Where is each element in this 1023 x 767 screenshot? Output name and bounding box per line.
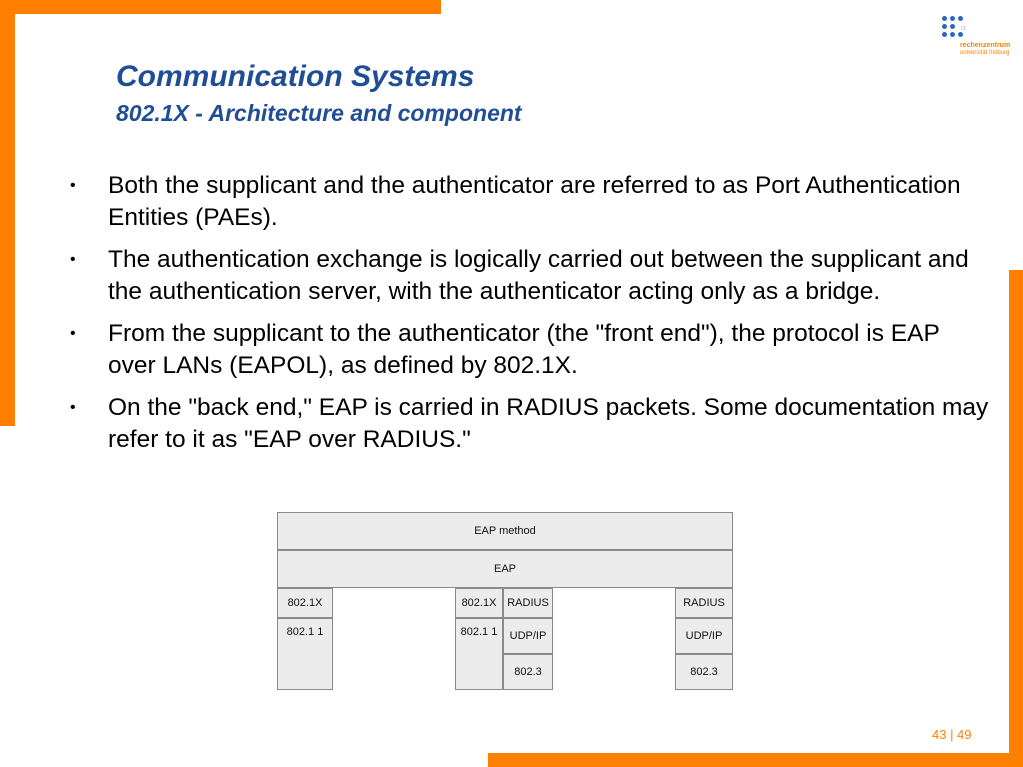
authenticator-8023: 802.3 <box>503 654 553 690</box>
supplicant-80211: 802.1 1 <box>277 618 333 690</box>
eap-layer: EAP <box>277 550 733 588</box>
bullet-item: • The authentication exchange is logical… <box>70 244 990 308</box>
bullet-icon: • <box>70 325 76 342</box>
bullet-item: • From the supplicant to the authenticat… <box>70 318 990 382</box>
authenticator-radius: RADIUS <box>503 588 553 618</box>
server-8023: 802.3 <box>675 654 733 690</box>
server-radius: RADIUS <box>675 588 733 618</box>
authenticator-80211: 802.1 1 <box>455 618 503 690</box>
protocol-stack-diagram: EAP method EAP 802.1X 802.1 1 802.1X 802… <box>275 512 736 692</box>
bullet-icon: • <box>70 177 76 194</box>
university-logo: rz rechenzentrum universität freiburg <box>940 14 1020 64</box>
bullet-icon: • <box>70 399 76 416</box>
bullet-text: On the "back end," EAP is carried in RAD… <box>108 394 989 453</box>
logo-dots-icon <box>940 14 970 44</box>
bullet-item: • Both the supplicant and the authentica… <box>70 170 990 234</box>
orange-bar-top <box>0 0 441 14</box>
bullet-text: From the supplicant to the authenticator… <box>108 320 940 379</box>
orange-bar-right <box>1009 270 1023 767</box>
authenticator-udpip: UDP/IP <box>503 618 553 654</box>
logo-text-line2: universität freiburg <box>960 50 1010 56</box>
eap-method-layer: EAP method <box>277 512 733 550</box>
bullet-text: Both the supplicant and the authenticato… <box>108 172 961 231</box>
orange-bar-left <box>0 0 15 426</box>
logo-text-line1: rechenzentrum <box>960 42 1011 49</box>
supplicant-8021x: 802.1X <box>277 588 333 618</box>
page-number: 43 | 49 <box>932 727 972 742</box>
authenticator-8021x: 802.1X <box>455 588 503 618</box>
bullet-item: • On the "back end," EAP is carried in R… <box>70 392 990 456</box>
slide-subtitle: 802.1X - Architecture and component <box>116 100 522 126</box>
bullet-text: The authentication exchange is logically… <box>108 246 969 305</box>
bullet-icon: • <box>70 251 76 268</box>
slide-title: Communication Systems <box>116 60 475 93</box>
server-udpip: UDP/IP <box>675 618 733 654</box>
bullet-list: • Both the supplicant and the authentica… <box>70 170 990 466</box>
orange-bar-bottom <box>488 753 1023 767</box>
logo-abbrev: rz <box>961 26 966 32</box>
